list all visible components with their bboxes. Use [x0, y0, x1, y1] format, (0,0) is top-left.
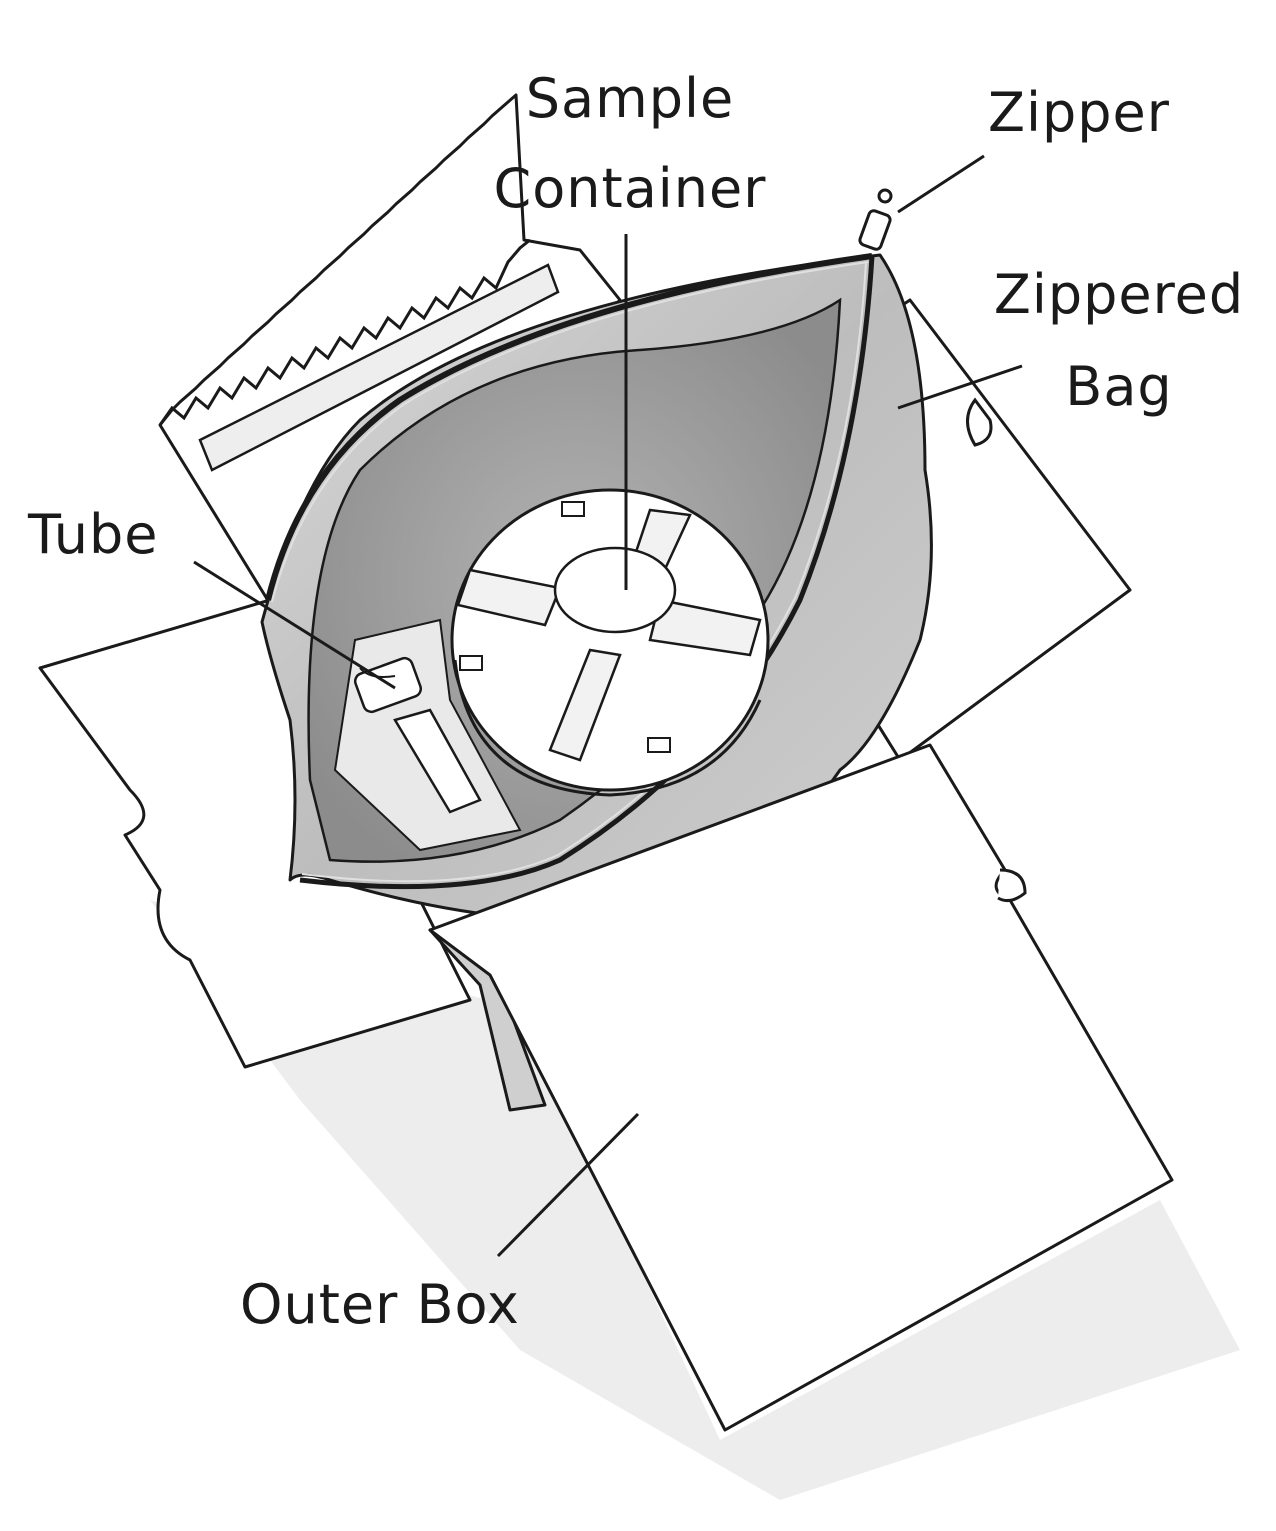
label-sample-container-line2: Container — [493, 157, 767, 220]
label-outer-box: Outer Box — [240, 1273, 520, 1336]
front-flap-notch — [997, 868, 1027, 903]
leader-outer-box — [496, 1112, 640, 1258]
label-zippered-bag-line1: Zippered — [993, 263, 1245, 326]
back-flap-serrated-edge — [158, 238, 531, 426]
label-sample-container: Sample Container — [470, 72, 790, 216]
label-tube: Tube — [28, 503, 159, 566]
right-flap-notch — [966, 397, 993, 447]
zipper-track — [265, 253, 873, 601]
box-shadow — [150, 900, 1240, 1500]
tear-strip — [198, 263, 560, 472]
sample-container-icon — [450, 488, 770, 797]
label-zippered-bag-line2: Bag — [1065, 355, 1173, 418]
zipper-pull-icon — [858, 188, 893, 251]
zipper-track-inner — [271, 261, 869, 603]
left-flap — [38, 598, 472, 1069]
label-zippered-bag: Zippered Bag — [985, 268, 1253, 414]
leader-zippered-bag — [897, 364, 1023, 410]
label-sample-container-line1: Sample — [525, 67, 735, 130]
leader-zipper — [897, 154, 985, 214]
leader-tube — [193, 560, 396, 690]
label-zipper: Zipper — [988, 81, 1170, 144]
